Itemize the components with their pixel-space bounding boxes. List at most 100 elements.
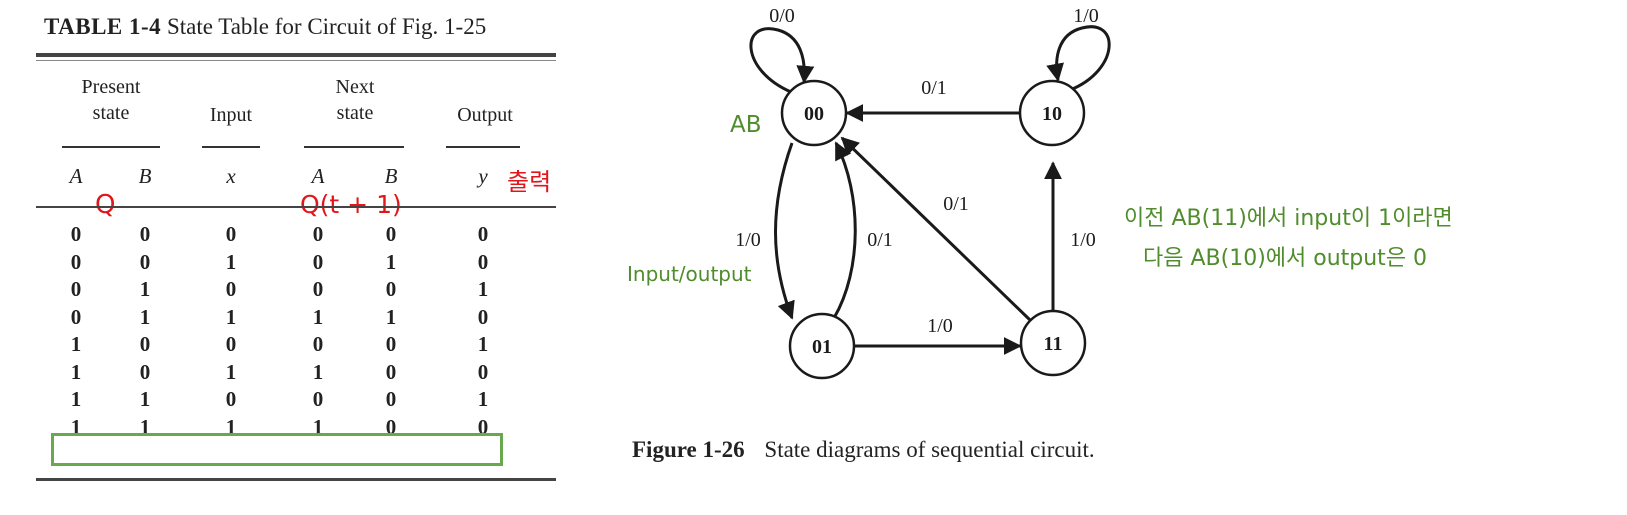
table-number: TABLE 1-4 [44, 14, 162, 39]
annotation-ab: AB [730, 112, 762, 138]
table-title: State Table for Circuit of Fig. 1-25 [166, 14, 487, 39]
table-cell: 0 [139, 332, 151, 356]
state-11-circle [1019, 309, 1087, 377]
label-11-to-00: 0/1 [943, 193, 969, 215]
table-cell: 1 [225, 304, 237, 329]
state-10-label: 10 [1042, 103, 1062, 125]
table-cell: 0 [477, 414, 489, 439]
label-01-to-11: 1/0 [927, 315, 953, 337]
table-cell: 0 [139, 222, 151, 246]
header-present-line1: Present [81, 76, 141, 98]
table-cell: 0 [312, 387, 324, 411]
table-cell: 0 [312, 249, 324, 274]
annotation-output-kr: 출력 [507, 168, 552, 196]
table-cell: 1 [70, 359, 82, 384]
annotation-q: Q [95, 190, 116, 220]
header-output-label: Output [457, 104, 513, 126]
edge-01-to-00 [832, 141, 857, 319]
table-top-rule-thin [36, 60, 556, 61]
table-cell: 0 [385, 222, 397, 246]
table-cell: 0 [70, 277, 82, 301]
table-cell: 0 [225, 277, 237, 301]
table-cell: 0 [477, 222, 489, 246]
var-b: B [138, 164, 152, 188]
annotation-note-line2: 다음 AB(10)에서 output은 0 [1143, 246, 1428, 271]
var-y: y [478, 164, 488, 188]
table-cell: 1 [385, 304, 397, 329]
var-a: A [69, 164, 83, 188]
header-body-rule [36, 206, 556, 208]
header-output: Output [440, 102, 530, 128]
header-present-line2: state [92, 102, 130, 124]
table-cell: 1 [70, 387, 82, 411]
annotation-input-output: Input/output [627, 262, 752, 286]
table-cell: 0 [385, 387, 397, 411]
table-cell: 1 [477, 277, 489, 301]
table-caption: TABLE 1-4 State Table for Circuit of Fig… [44, 14, 486, 40]
table-cell: 1 [477, 332, 489, 356]
label-01-to-00: 0/1 [867, 229, 893, 251]
table-cell: 1 [70, 414, 82, 439]
state-01-circle [788, 312, 856, 380]
header-input-label: Input [209, 104, 253, 126]
table-cell: 0 [70, 249, 82, 274]
table-cell: 1 [312, 359, 324, 384]
state-11-label: 11 [1044, 333, 1063, 355]
table-cell: 1 [139, 387, 151, 411]
table-cell: 0 [225, 332, 237, 356]
label-11-to-10: 1/0 [1070, 229, 1096, 251]
table-cell: 0 [312, 277, 324, 301]
table-cell: 0 [70, 304, 82, 329]
table-cell: 0 [477, 359, 489, 384]
figure-caption: Figure 1-26 State diagrams of sequential… [632, 437, 1095, 463]
state-00-label: 00 [804, 103, 824, 125]
highlighted-row-box [51, 433, 503, 466]
table-cell: 1 [139, 277, 151, 301]
var-b-next: B [384, 164, 398, 188]
table-cell: 0 [385, 277, 397, 301]
table-top-rule [36, 53, 556, 57]
table-cell: 0 [477, 304, 489, 329]
table-cell: 1 [312, 304, 324, 329]
header-input: Input [196, 102, 266, 128]
header-next-state: Next state [300, 74, 410, 126]
state-10-circle [1018, 79, 1086, 147]
edge-self-10 [1046, 25, 1111, 92]
table-cell: 0 [70, 222, 82, 246]
table-cell: 1 [385, 249, 397, 274]
table-cell: 0 [312, 222, 324, 246]
table-cell: 0 [139, 249, 151, 274]
state-01-label: 01 [812, 336, 832, 358]
table-cell: 1 [70, 332, 82, 356]
input-underline [202, 146, 260, 148]
var-a-next: A [311, 164, 325, 188]
edge-00-to-01 [774, 142, 795, 320]
header-next-line1: Next [335, 76, 375, 98]
header-next-line2: state [336, 102, 374, 124]
var-x: x [226, 164, 236, 188]
label-self-00: 0/0 [769, 5, 795, 27]
table-cell: 1 [225, 249, 237, 274]
present-state-underline [62, 146, 160, 148]
figure-title: State diagrams of sequential circuit. [764, 437, 1095, 462]
table-cell: 1 [139, 304, 151, 329]
annotation-note-line1: 이전 AB(11)에서 input이 1이라면 [1124, 206, 1453, 231]
output-underline [446, 146, 520, 148]
table-cell: 0 [312, 332, 324, 356]
figure-number: Figure 1-26 [632, 437, 745, 462]
table-cell: 0 [225, 222, 237, 246]
edge-11-to-00 [840, 136, 1032, 322]
label-10-to-00: 0/1 [921, 77, 947, 99]
edge-self-00 [749, 27, 815, 94]
table-cell: 1 [139, 414, 151, 439]
table-cell: 0 [385, 414, 397, 439]
label-self-10: 1/0 [1073, 5, 1099, 27]
table-cell: 0 [477, 249, 489, 274]
table-bottom-rule [36, 478, 556, 481]
table-cell: 1 [225, 414, 237, 439]
header-present-state: Present state [56, 74, 166, 126]
table-cell: 1 [477, 387, 489, 411]
table-cell: 0 [139, 359, 151, 384]
table-cell: 1 [312, 414, 324, 439]
table-cell: 0 [385, 332, 397, 356]
